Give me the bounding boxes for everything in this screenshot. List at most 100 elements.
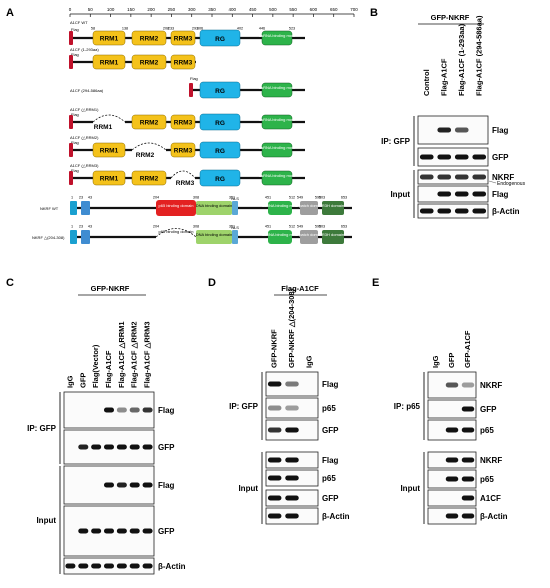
position-number: 58 xyxy=(91,27,95,31)
deleted-domain-label: RRM1 xyxy=(94,124,113,131)
panel-a-letter: A xyxy=(6,7,14,19)
blot-band xyxy=(78,528,89,534)
position-number: 43 xyxy=(88,196,92,200)
dsrbm-label: dsRNA binding motif xyxy=(259,117,296,122)
group-label: IP: p65 xyxy=(394,402,421,411)
rrm3-label: RRM3 xyxy=(174,148,193,155)
ruler-tick-label: 300 xyxy=(188,7,196,12)
blot-frame xyxy=(417,203,489,219)
ruler-tick-label: 450 xyxy=(249,7,257,12)
position-number: 306 xyxy=(197,27,203,31)
rrm3-domain xyxy=(170,114,196,130)
rrm2-domain xyxy=(131,114,167,130)
blot-band xyxy=(472,154,487,160)
deletion-arc xyxy=(131,142,167,151)
nls-domain xyxy=(232,201,238,215)
flag-tag-label: Flag xyxy=(71,140,79,145)
blot-band xyxy=(285,513,299,519)
blot-label: β-Actin xyxy=(322,512,350,521)
lane-label: GFP-NKRF △(204-308) xyxy=(287,288,296,368)
position-number: 351 xyxy=(229,196,235,200)
lane-label: Flag-A1CF xyxy=(439,58,448,96)
deletion-arc xyxy=(155,228,197,238)
lane-label: GFP xyxy=(447,353,456,368)
rg-label: RG xyxy=(215,148,225,155)
nls-domain xyxy=(232,230,238,244)
g-patch-domain xyxy=(300,230,318,244)
group-label: IP: GFP xyxy=(229,402,259,411)
panel-d-header: Flag-A1CF xyxy=(281,284,319,293)
rrm3-domain xyxy=(170,30,196,46)
position-number: 1 xyxy=(71,196,73,200)
blot-band xyxy=(472,208,487,214)
blot-band xyxy=(419,154,434,160)
construct-a1cf-294-586: A1CF (294-586aa) Flag RG dsRNA binding m… xyxy=(70,76,305,99)
blot-band xyxy=(437,174,452,180)
blot-frame xyxy=(417,169,489,185)
nls-label: NLS xyxy=(231,196,239,201)
blot-band xyxy=(103,563,115,569)
position-number: 308 xyxy=(193,225,199,229)
rrm3-label: RRM3 xyxy=(174,36,193,43)
flag-tag xyxy=(69,171,73,185)
blot-band xyxy=(461,457,475,463)
flag-tag-label: Flag xyxy=(71,27,79,32)
construct-a1cf-1-293: A1CF (1-293aa) Flag RRM1 RRM2 RRM3 xyxy=(69,47,196,70)
deletion-arc xyxy=(92,114,126,123)
blot-band xyxy=(454,154,469,160)
blot-band xyxy=(419,208,434,214)
blot-band xyxy=(267,513,282,519)
rrm2-label: RRM2 xyxy=(140,120,159,127)
panel-c-header: GFP-NKRF xyxy=(91,284,130,293)
blot-label: p65 xyxy=(480,475,494,484)
position-number: 549 xyxy=(297,225,303,229)
blot-label: GFP xyxy=(480,405,497,414)
blot-band xyxy=(129,482,140,488)
construct-label: A1CF (△RRM3) xyxy=(70,163,99,168)
blot-label: Flag xyxy=(322,380,339,389)
flag-tag xyxy=(69,143,73,157)
position-number: 43 xyxy=(88,225,92,229)
blot-band xyxy=(419,174,434,180)
position-number: 603 xyxy=(319,225,325,229)
position-number: 208 xyxy=(163,27,169,31)
blot-label: p65 xyxy=(480,426,494,435)
rg-label: RG xyxy=(215,88,225,95)
blot-label: β-Actin xyxy=(480,512,508,521)
lane-label: GFP-A1CF xyxy=(463,330,472,368)
ruler-tick-label: 500 xyxy=(269,7,277,12)
blot-band xyxy=(461,476,475,482)
blot-note: Endogenous xyxy=(497,181,526,187)
g-patch-label: G-patch domain xyxy=(295,232,323,237)
blot-band xyxy=(116,407,127,413)
construct-label: A1CF (△RRM1) xyxy=(70,107,99,112)
rg-domain xyxy=(199,29,241,47)
panel-b-letter: B xyxy=(370,7,378,19)
blot-band xyxy=(445,457,459,463)
dna-binding-domain xyxy=(196,230,232,244)
rrm1-domain xyxy=(92,54,126,70)
blot-band xyxy=(103,482,115,488)
construct-a1cf-delta-rrm1: A1CF (△RRM1) Flag RRM1 RRM2 RRM3 RG dsRN… xyxy=(69,107,305,131)
rrm3-domain xyxy=(170,142,196,158)
blot-band xyxy=(285,427,299,433)
dsrbm-domain xyxy=(261,170,293,186)
blot-band xyxy=(267,405,282,411)
blot-label: GFP xyxy=(492,153,509,162)
blot-frame xyxy=(417,147,489,167)
deletion-arc xyxy=(170,170,196,179)
lane-label: Flag-A1CF △RRM2 xyxy=(130,321,139,388)
blot-band xyxy=(437,127,452,133)
lane-label: Control xyxy=(422,69,431,96)
construct-nkrf-delta: NKRF △(204-308) p65 binding domain DNA b… xyxy=(32,225,352,244)
gfp-tag xyxy=(70,201,77,215)
position-number: 451 xyxy=(265,225,271,229)
blot-band xyxy=(445,513,459,519)
dsrbm-label: dsRNA binding motif xyxy=(262,203,299,208)
blot-band xyxy=(103,407,115,413)
position-number: 402 xyxy=(237,27,243,31)
rg-domain xyxy=(199,169,241,187)
ruler-tick-label: 400 xyxy=(229,7,237,12)
blot-band xyxy=(445,382,459,388)
panel-b-header: GFP-NKRF xyxy=(431,13,470,22)
